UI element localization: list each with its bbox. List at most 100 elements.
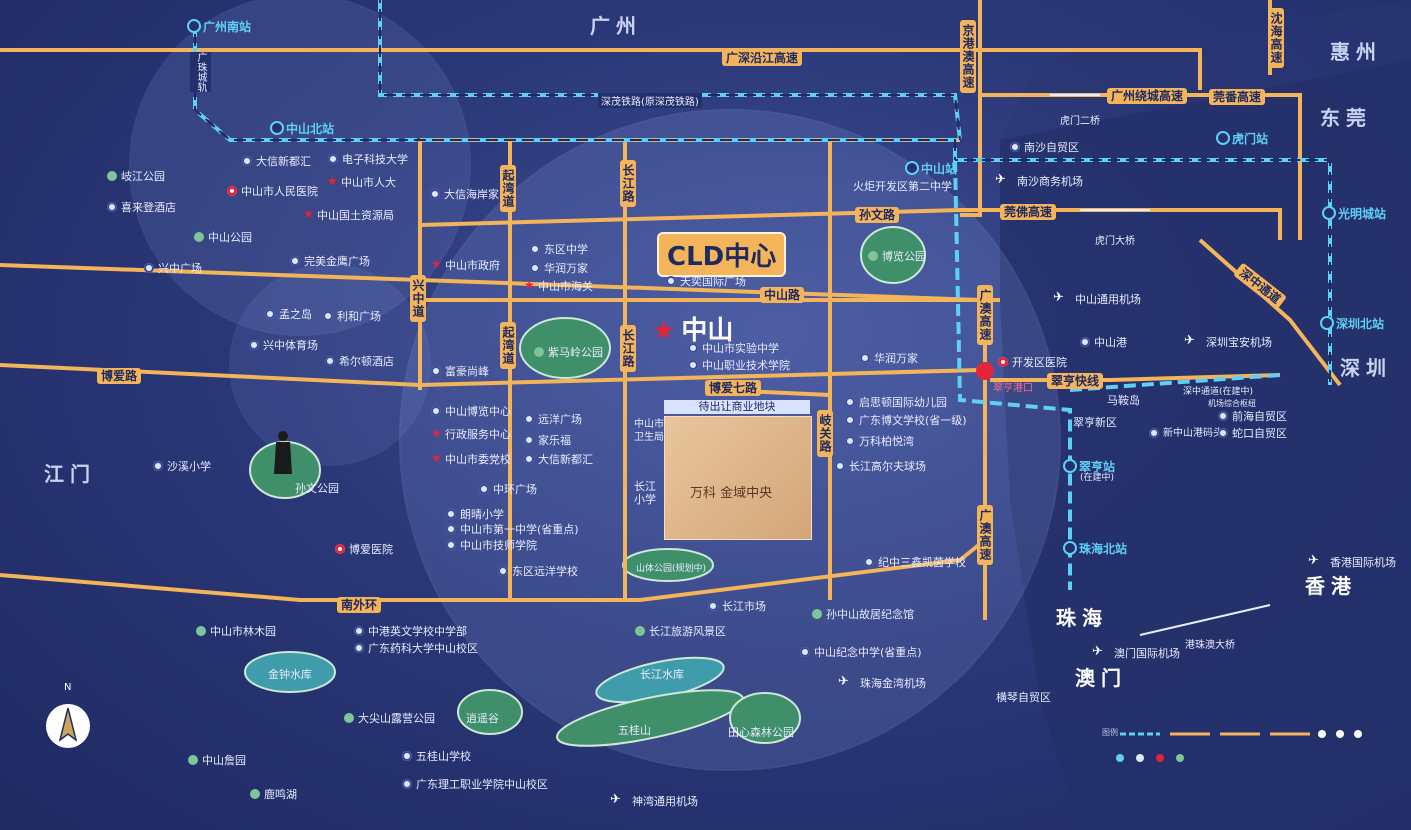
poi-label[interactable]: 五桂山 (618, 724, 651, 737)
poi-label[interactable]: 深圳宝安机场 (1184, 334, 1272, 349)
poi-label[interactable]: 中港英文学校中学部 (354, 625, 467, 638)
commercial-plot[interactable] (664, 416, 812, 540)
poi-label[interactable]: 岐江公园 (107, 170, 165, 183)
poi-label[interactable]: 行政服务中心 (431, 427, 511, 441)
poi-label[interactable]: 希尔顿酒店 (325, 355, 394, 368)
poi-label[interactable]: 中山市人大 (327, 175, 396, 189)
poi-label[interactable]: 天奕国际广场 (666, 275, 746, 288)
poi-label[interactable]: 长江旅游风景区 (635, 625, 726, 638)
poi-label[interactable]: 中山市政府 (431, 258, 500, 272)
poi-label[interactable]: 中山市海关 (524, 279, 593, 293)
poi-label[interactable]: 广东药科大学中山校区 (354, 642, 478, 655)
poi-label[interactable]: 喜来登酒店 (107, 201, 176, 214)
poi-label[interactable]: 万科柏悦湾 (845, 435, 914, 448)
poi-label[interactable]: 电子科技大学 (328, 153, 408, 166)
poi-label[interactable]: 朗晴小学 (446, 508, 504, 521)
road-nansha-ring: 广州绕城高速 (1107, 88, 1188, 104)
poi-label[interactable]: 兴中广场 (144, 262, 202, 275)
poi-label[interactable]: 横琴自贸区 (996, 691, 1051, 704)
poi-label[interactable]: 中山詹园 (188, 754, 246, 767)
poi-label[interactable]: 中山国土资源局 (303, 208, 394, 222)
rail-shenmao: 深茂铁路(原深茂铁路) (598, 93, 702, 108)
poi-label[interactable]: 长江水库 (640, 668, 684, 681)
poi-label[interactable]: 开发区医院 (998, 356, 1067, 369)
poi-label[interactable]: 利和广场 (323, 310, 381, 323)
poi-label[interactable]: 中山市林木园 (196, 625, 276, 638)
station-sz-north[interactable]: 深圳北站 (1320, 315, 1384, 332)
road-guangshen: 广深沿江高速 (722, 50, 803, 66)
station-humen[interactable]: 虎门站 (1216, 130, 1268, 147)
poi-label[interactable]: 中山市卫生局 (634, 419, 664, 443)
poi-label[interactable]: 启思顿国际幼儿园 (845, 396, 947, 409)
poi-label[interactable]: 东区远洋学校 (498, 565, 578, 578)
poi-label[interactable]: 山体公园(规划中) (636, 564, 707, 574)
poi-label[interactable]: 博爱医院 (335, 543, 393, 556)
station-cuiheng[interactable]: 翠亨站 (1063, 458, 1115, 475)
poi-label[interactable]: 中山通用机场 (1053, 291, 1141, 306)
poi-label[interactable]: 长江市场 (708, 600, 766, 613)
poi-label[interactable]: 中山市实验中学 (688, 342, 779, 355)
poi-label[interactable]: 南沙自贸区 (1010, 141, 1079, 154)
poi-label[interactable]: 南沙商务机场 (995, 173, 1083, 188)
poi-label[interactable]: 翠亨新区 (1073, 416, 1117, 429)
poi-label[interactable]: 马鞍岛 (1107, 394, 1140, 407)
poi-label[interactable]: 长江小学 (634, 480, 656, 506)
poi-label[interactable]: 中山市技师学院 (446, 539, 537, 552)
poi-label[interactable]: 完美金鹰广场 (290, 255, 370, 268)
poi-label[interactable]: 香港国际机场 (1308, 554, 1396, 569)
poi-label[interactable]: 五桂山学校 (402, 750, 471, 763)
poi-label[interactable]: 大尖山露营公园 (344, 712, 435, 725)
cuiheng-port-marker[interactable] (976, 362, 994, 380)
poi-label[interactable]: 大信新都汇 (524, 453, 593, 466)
poi-label[interactable]: 博览公园 (868, 250, 926, 263)
poi-label[interactable]: 广东理工职业学院中山校区 (402, 778, 548, 791)
station-zs-north[interactable]: 中山北站 (270, 120, 334, 137)
poi-label[interactable]: 大信新都汇 (242, 155, 311, 168)
poi-label[interactable]: 华润万家 (530, 262, 588, 275)
poi-label[interactable]: 孙中山故居纪念馆 (812, 608, 914, 621)
poi-label[interactable]: 金钟水库 (268, 668, 312, 681)
poi-label[interactable]: 长江高尔夫球场 (835, 460, 926, 473)
poi-label[interactable]: 田心森林公园 (728, 726, 794, 739)
poi-label[interactable]: 前海自贸区 (1218, 410, 1287, 423)
poi-label[interactable]: 机场综合枢纽 (1208, 399, 1256, 408)
poi-label[interactable]: 华润万家 (860, 352, 918, 365)
poi-label[interactable]: 紫马岭公园 (534, 346, 603, 359)
poi-label[interactable]: 蛇口自贸区 (1218, 427, 1287, 440)
poi-label[interactable]: 中山职业技术学院 (688, 359, 790, 372)
station-zh-north[interactable]: 珠海北站 (1063, 540, 1127, 557)
poi-label[interactable]: 兴中体育场 (249, 339, 318, 352)
poi-label[interactable]: 逍遥谷 (466, 712, 499, 725)
poi-label[interactable]: 家乐福 (524, 434, 571, 447)
poi-label[interactable]: 东区中学 (530, 243, 588, 256)
poi-label[interactable]: 珠海金湾机场 (838, 675, 926, 690)
poi-label[interactable]: 富豪尚峰 (431, 365, 489, 378)
poi-label[interactable]: 澳门国际机场 (1092, 645, 1180, 660)
poi-label[interactable]: 中山博览中心 (431, 405, 511, 418)
city-label-hongkong: 香港 (1305, 574, 1357, 598)
station-guangming[interactable]: 光明城站 (1322, 205, 1386, 222)
station-gz-south[interactable]: 广州南站 (187, 18, 251, 35)
poi-label[interactable]: 中山市委党校 (431, 452, 511, 466)
poi-label[interactable]: 中环广场 (479, 483, 537, 496)
poi-label[interactable]: 中山港 (1080, 336, 1127, 349)
poi-label[interactable]: 中山市第一中学(省重点) (446, 523, 579, 536)
poi-label[interactable]: 远洋广场 (524, 413, 582, 426)
poi-label[interactable]: 孟之岛 (265, 308, 312, 321)
cld-center-badge[interactable]: CLD中心 (657, 232, 787, 277)
poi-label[interactable]: 中山纪念中学(省重点) (800, 646, 922, 659)
poi-label[interactable]: 新中山港码头 (1149, 427, 1223, 440)
poi-label[interactable]: 广东博文学校(省一级) (845, 414, 967, 427)
poi-label[interactable]: 纪中三鑫凯茵学校 (864, 556, 966, 569)
poi-label[interactable]: 孙文公园 (295, 482, 339, 495)
poi-label[interactable]: 神湾通用机场 (610, 793, 698, 808)
poi-label[interactable]: 火炬开发区第二中学 (853, 180, 952, 193)
poi-label[interactable]: 大信海岸家 (430, 188, 499, 201)
poi-label[interactable]: 中山公园 (194, 231, 252, 244)
poi-label[interactable]: 中山市人民医院 (227, 185, 318, 198)
poi-label[interactable]: 沙溪小学 (153, 460, 211, 473)
station-zs[interactable]: 中山站 (905, 160, 957, 177)
poi-label[interactable]: 鹿鸣湖 (250, 788, 297, 801)
poi-label[interactable]: 深中通道(在建中) (1183, 387, 1254, 397)
